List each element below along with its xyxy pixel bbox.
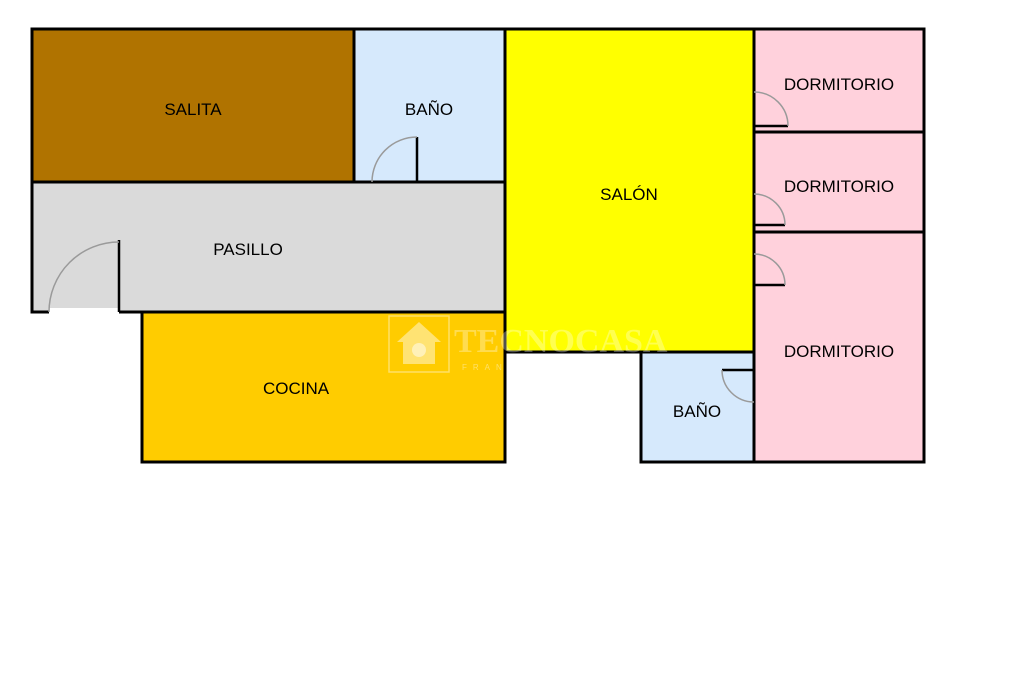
room-dormitorio-1[interactable]: DORMITORIO <box>752 27 926 134</box>
door-bano-1 <box>371 136 419 183</box>
door-swing-arc <box>753 91 789 127</box>
door-swing-arc <box>721 369 755 403</box>
door-bano-2 <box>721 368 755 403</box>
door-dormitorio-2 <box>753 193 786 227</box>
house-icon <box>397 322 441 364</box>
door-swing-arc <box>371 136 418 183</box>
room-dormitorio-3-area <box>752 230 926 464</box>
room-cocina-area <box>140 310 507 464</box>
room-dormitorio-2-label: DORMITORIO <box>784 177 894 196</box>
room-salita-area <box>30 27 356 184</box>
watermark-sub: FRANCHISING <box>462 363 583 372</box>
watermark: TECNOCASA FRANCHISING <box>388 315 668 373</box>
room-salita[interactable]: SALITA <box>30 27 356 184</box>
door-entrance <box>48 240 121 313</box>
watermark-brand: TECNOCASA <box>454 323 668 360</box>
room-cocina[interactable]: COCINA <box>140 310 507 464</box>
room-bano-1-label: BAÑO <box>405 100 453 119</box>
door-dormitorio-3 <box>753 253 786 287</box>
door-swing-arc <box>753 193 786 226</box>
room-salon-label: SALÓN <box>600 185 658 204</box>
room-dormitorio-2[interactable]: DORMITORIO <box>752 130 926 234</box>
room-pasillo-area <box>30 180 507 314</box>
room-bano-1[interactable]: BAÑO <box>352 27 507 184</box>
room-pasillo[interactable]: PASILLO <box>30 180 507 314</box>
room-pasillo-label: PASILLO <box>213 240 283 259</box>
door-dormitorio-1 <box>753 91 789 128</box>
door-swing-arc <box>753 253 786 286</box>
room-bano-2[interactable]: BAÑO <box>639 350 756 464</box>
room-dormitorio-1-area <box>752 27 926 134</box>
door-swing-arc <box>48 241 120 313</box>
room-dormitorio-1-label: DORMITORIO <box>784 75 894 94</box>
room-cocina-label: COCINA <box>263 379 330 398</box>
room-salon-area <box>503 27 756 354</box>
room-bano-2-label: BAÑO <box>673 402 721 421</box>
door-gap-entrance <box>49 308 119 316</box>
room-dormitorio-3[interactable]: DORMITORIO <box>752 230 926 464</box>
watermark-frame <box>388 315 450 373</box>
room-salita-label: SALITA <box>164 100 222 119</box>
room-dormitorio-3-label: DORMITORIO <box>784 342 894 361</box>
room-salon[interactable]: SALÓN <box>503 27 756 354</box>
